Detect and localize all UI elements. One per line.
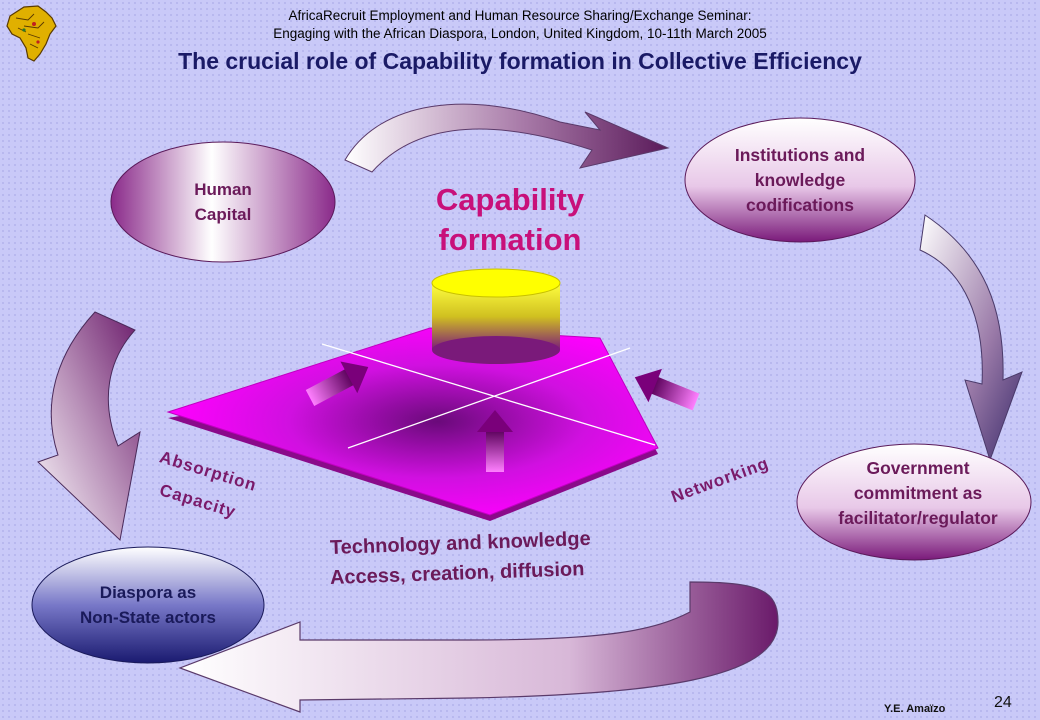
government-shape — [796, 443, 1032, 561]
institutions-line2: knowledge — [754, 169, 846, 190]
curved-arrow-left — [37, 311, 141, 541]
government-line2: commitment as — [853, 482, 983, 503]
slide-title: The crucial role of Capability formation… — [178, 48, 862, 74]
author-credit: Y.E. Amaïzo — [884, 703, 946, 715]
capability-line2: formation — [438, 222, 582, 257]
page-number: 24 — [994, 694, 1012, 711]
diaspora-line1: Diaspora as — [99, 583, 197, 602]
technology-label: Technology and knowledge Access, creatio… — [330, 528, 690, 593]
human-capital-node: Human Capital — [120, 150, 326, 254]
cylinder-top — [431, 268, 561, 298]
platform-line-1 — [321, 343, 656, 446]
platform — [166, 327, 659, 516]
human-capital-line1: Human — [194, 180, 252, 199]
government-node: Government commitment as facilitator/reg… — [800, 438, 1036, 548]
africa-map-logo — [6, 5, 57, 62]
platform-arrow-right — [634, 368, 700, 411]
seminar-line: AfricaRecruit Employment and Human Resou… — [288, 8, 752, 23]
seminar-details-line: Engaging with the African Diaspora, Lond… — [273, 26, 767, 41]
diaspora-line2: Non-State actors — [79, 608, 217, 627]
curved-arrow-top — [344, 103, 670, 173]
diaspora-node: Diaspora as Non-State actors — [36, 560, 260, 650]
platform-arrow-center — [477, 410, 513, 472]
capability-formation-label: Capability formation — [400, 180, 620, 260]
human-capital-shape — [110, 141, 336, 263]
institutions-line3: codifications — [746, 194, 854, 215]
government-line3: facilitator/regulator — [838, 507, 998, 528]
curved-arrow-bottom — [178, 581, 779, 713]
platform-line-2 — [347, 347, 631, 449]
platform-arrow-left — [305, 361, 369, 406]
institutions-line1: Institutions and — [734, 144, 866, 165]
government-line1: Government — [866, 457, 970, 478]
diaspora-shape — [31, 546, 265, 664]
curved-arrow-right — [919, 214, 1023, 462]
institutions-node: Institutions and knowledge codifications — [690, 122, 910, 238]
cylinder-bottom — [432, 336, 560, 364]
human-capital-line2: Capital — [194, 205, 252, 224]
capability-line1: Capability — [435, 182, 585, 217]
institutions-shape — [684, 117, 916, 243]
